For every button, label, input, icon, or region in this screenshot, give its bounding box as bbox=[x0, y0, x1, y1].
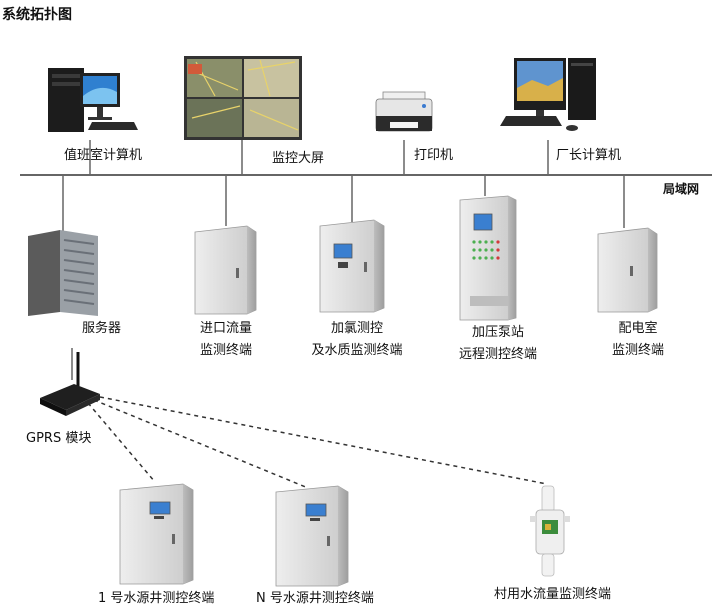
wireless-link-village bbox=[99, 396, 548, 485]
monitoring-wall-label: 监控大屏 bbox=[272, 151, 325, 166]
village-flow-meter-icon bbox=[530, 485, 570, 577]
director-computer-label: 厂长计算机 bbox=[556, 148, 622, 163]
gprs-module-icon bbox=[40, 352, 100, 416]
director-computer-icon bbox=[500, 58, 596, 131]
duty-computer-label: 值班室计算机 bbox=[64, 148, 143, 163]
chlorine-label: 加氯测控 及水质监测终端 bbox=[298, 318, 416, 362]
power-room-label-line-1: 配电室 bbox=[618, 321, 658, 336]
gprs-module-label: GPRS 模块 bbox=[26, 431, 92, 446]
server-icon bbox=[28, 230, 98, 316]
well-1-cabinet-icon bbox=[119, 483, 194, 585]
chlorine-cabinet-icon bbox=[319, 219, 385, 313]
inlet-flow-label-line-2: 监测终端 bbox=[199, 343, 252, 358]
wireless-link-well1 bbox=[87, 402, 156, 483]
chlorine-label-line-2: 及水质监测终端 bbox=[311, 343, 403, 358]
power-room-label: 配电室 监测终端 bbox=[602, 318, 674, 362]
duty-computer-icon bbox=[48, 68, 138, 132]
booster-pump-label-line-1: 加压泵站 bbox=[471, 325, 524, 340]
power-room-label-line-2: 监测终端 bbox=[611, 343, 664, 358]
printer-label: 打印机 bbox=[414, 148, 454, 163]
inlet-flow-label: 进口流量 监测终端 bbox=[190, 318, 262, 362]
monitoring-wall-icon bbox=[184, 56, 302, 140]
power-room-cabinet-icon bbox=[597, 227, 658, 313]
booster-pump-label: 加压泵站 远程测控终端 bbox=[446, 322, 550, 366]
booster-pump-cabinet-icon bbox=[459, 195, 517, 321]
village-flow-label: 村用水流量监测终端 bbox=[494, 587, 612, 602]
lan-label: 局域网 bbox=[663, 182, 700, 196]
well-n-cabinet-icon bbox=[275, 485, 349, 587]
diagram-title: 系统拓扑图 bbox=[2, 7, 72, 23]
wireless-link-wellN bbox=[93, 399, 309, 489]
printer-icon bbox=[375, 91, 433, 132]
well-1-label: 1 号水源井测控终端 bbox=[98, 591, 215, 606]
inlet-flow-label-line-1: 进口流量 bbox=[199, 321, 252, 336]
booster-pump-label-line-2: 远程测控终端 bbox=[458, 347, 537, 362]
server-label: 服务器 bbox=[82, 321, 122, 336]
inlet-flow-cabinet-icon bbox=[194, 225, 257, 315]
well-n-label: N 号水源井测控终端 bbox=[256, 591, 374, 606]
chlorine-label-line-1: 加氯测控 bbox=[330, 321, 383, 336]
